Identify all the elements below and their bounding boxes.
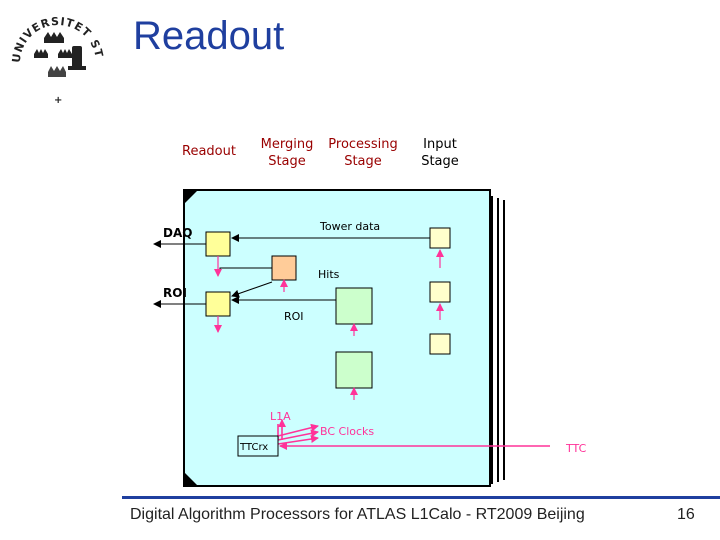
tower-data-label: Tower data xyxy=(319,220,380,233)
input-chip-2 xyxy=(429,281,451,303)
backplane-connector xyxy=(491,196,505,484)
footer-text: Digital Algorithm Processors for ATLAS L… xyxy=(130,506,585,523)
processing-header-line1: Processing xyxy=(328,137,398,152)
input-chip-3 xyxy=(429,333,451,355)
board-corner-bottom xyxy=(184,472,198,486)
readout-chip-daq xyxy=(205,231,231,257)
hits-arrow-head xyxy=(231,281,273,298)
l1a-label: L1A xyxy=(270,410,291,423)
pink-signal-lines xyxy=(214,249,444,400)
input-chip-1 xyxy=(429,227,451,249)
readout-chip-roi xyxy=(205,291,231,317)
daq-label: DAQ xyxy=(163,226,192,240)
roi-label: ROI xyxy=(284,310,304,323)
ttcrx-chip xyxy=(237,435,279,457)
column-header-input: Input Stage xyxy=(410,136,470,170)
merging-header-line1: Merging xyxy=(260,137,314,152)
column-header-readout: Readout xyxy=(170,143,248,160)
merging-header-line2: Stage xyxy=(268,154,306,169)
board-corner-top xyxy=(184,190,198,204)
readout-header-text: Readout xyxy=(182,144,236,159)
column-header-processing: Processing Stage xyxy=(320,136,406,170)
input-header-line2: Stage xyxy=(421,154,459,169)
column-header-merging: Merging Stage xyxy=(250,136,324,170)
page-number: 16 xyxy=(677,506,695,523)
roi-output-label: ROI xyxy=(163,286,187,300)
processor-chip-2 xyxy=(335,351,373,389)
slide-title: Readout xyxy=(133,14,285,58)
svg-text:+: + xyxy=(54,95,62,106)
input-header-line1: Input xyxy=(423,137,457,152)
ttc-label: TTC xyxy=(565,442,587,455)
processing-header-line2: Stage xyxy=(344,154,382,169)
footer-rule xyxy=(122,496,720,499)
merger-chip xyxy=(271,255,297,281)
hits-label: Hits xyxy=(318,268,340,281)
university-logo: UNIVERSITET STOCKHOLMS + xyxy=(0,0,110,108)
bc-clocks-label: BC Clocks xyxy=(320,425,374,438)
processor-chip-1 xyxy=(335,287,373,325)
ttcrx-label: TTCrx xyxy=(239,442,268,453)
